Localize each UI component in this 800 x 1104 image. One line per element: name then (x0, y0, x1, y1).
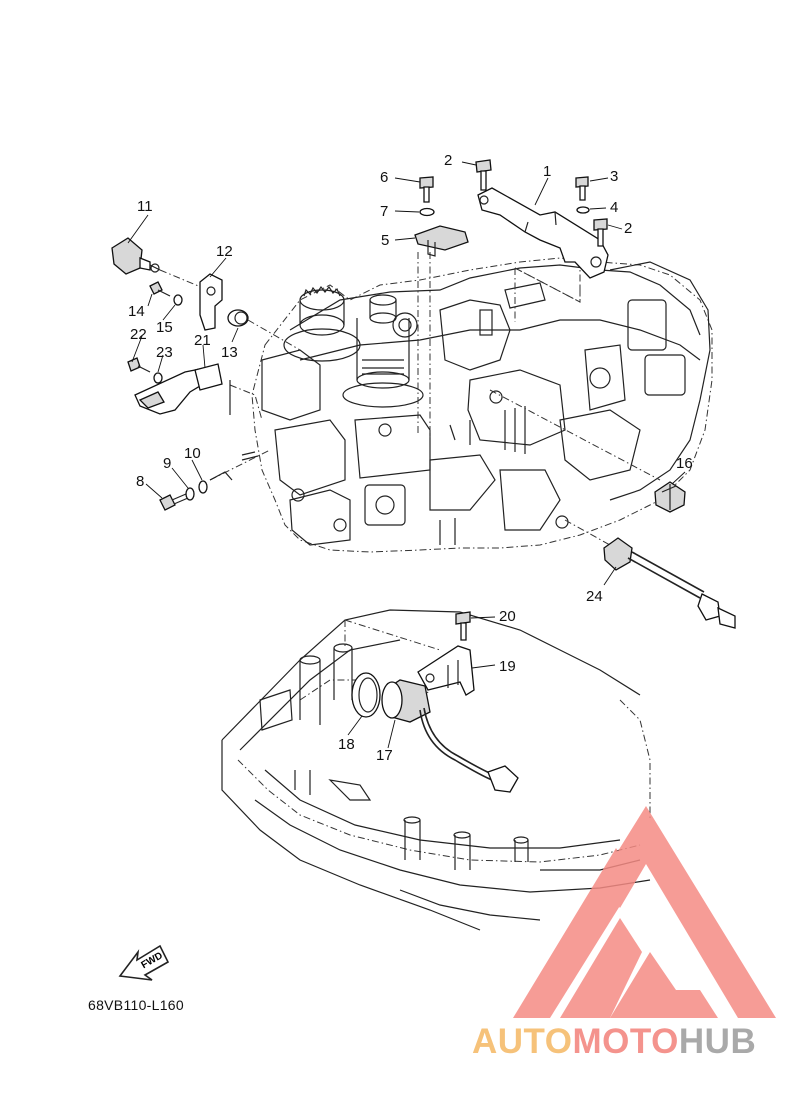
callout-2-second: 2 (624, 220, 633, 237)
callout-24: 24 (586, 588, 603, 605)
part-13-grommet (227, 309, 249, 327)
part-16-sensor (654, 481, 686, 513)
part-20-screw (455, 611, 471, 641)
callout-19: 19 (499, 658, 516, 675)
small-bolt-studs (209, 451, 259, 481)
fwd-label: FWD (140, 950, 165, 971)
callout-8: 8 (136, 473, 145, 490)
callout-21: 21 (194, 332, 211, 349)
part-4-washer (576, 206, 590, 214)
callout-5: 5 (381, 232, 390, 249)
callout-20: 20 (499, 608, 516, 625)
part-1-bracket (477, 187, 609, 279)
watermark-brand-text: AUTOMOTOHUB (472, 1022, 756, 1062)
callout-10: 10 (184, 445, 201, 462)
part-12-bracket (199, 273, 223, 331)
callout-13: 13 (221, 344, 238, 361)
engine-block-outline (251, 252, 713, 553)
callout-2: 2 (444, 152, 453, 169)
watermark-auto: AUTO (472, 1022, 573, 1061)
callout-22: 22 (130, 326, 147, 343)
part-8-bolt (159, 493, 189, 511)
callout-15: 15 (156, 319, 173, 336)
part-21-harness-holder (134, 363, 223, 415)
callout-14: 14 (128, 303, 145, 320)
part-10-washer (198, 480, 208, 494)
part-2-bolt (475, 159, 492, 191)
part-9-washer (185, 487, 195, 501)
part-6-bolt (419, 176, 434, 203)
part-23-washer (153, 372, 163, 384)
part-18-o-ring (351, 672, 381, 718)
callout-11: 11 (137, 198, 153, 215)
callout-leaders (127, 161, 686, 749)
part-3-bolt (575, 176, 589, 201)
part-5-clip (414, 225, 469, 257)
callout-1: 1 (543, 163, 552, 180)
callout-9: 9 (163, 455, 172, 472)
callout-4: 4 (610, 199, 619, 216)
watermark-moto: MOTO (572, 1022, 679, 1061)
part-7-washer (419, 207, 435, 217)
callout-6: 6 (380, 169, 389, 186)
part-11-sensor (111, 237, 161, 275)
callout-7: 7 (380, 203, 389, 220)
fwd-arrow-icon: FWD (118, 944, 170, 981)
part-14-screw (149, 281, 171, 297)
part-2-bolt-second (593, 218, 608, 247)
callout-17: 17 (376, 747, 393, 764)
part-15-washer (173, 294, 183, 306)
callout-16: 16 (676, 455, 693, 472)
part-19-bracket (417, 645, 475, 696)
callout-3: 3 (610, 168, 619, 185)
part-24-sensor-lead (603, 537, 736, 629)
watermark-logo-icon (513, 806, 776, 1018)
diagram-code: 68VB110-L160 (88, 997, 184, 1013)
callout-18: 18 (338, 736, 355, 753)
bottom-cowling-outline (221, 609, 651, 931)
callout-12: 12 (216, 243, 233, 260)
callout-23: 23 (156, 344, 173, 361)
part-17-switch (381, 679, 519, 793)
watermark-hub: HUB (678, 1022, 757, 1061)
part-22-screw (127, 357, 151, 373)
